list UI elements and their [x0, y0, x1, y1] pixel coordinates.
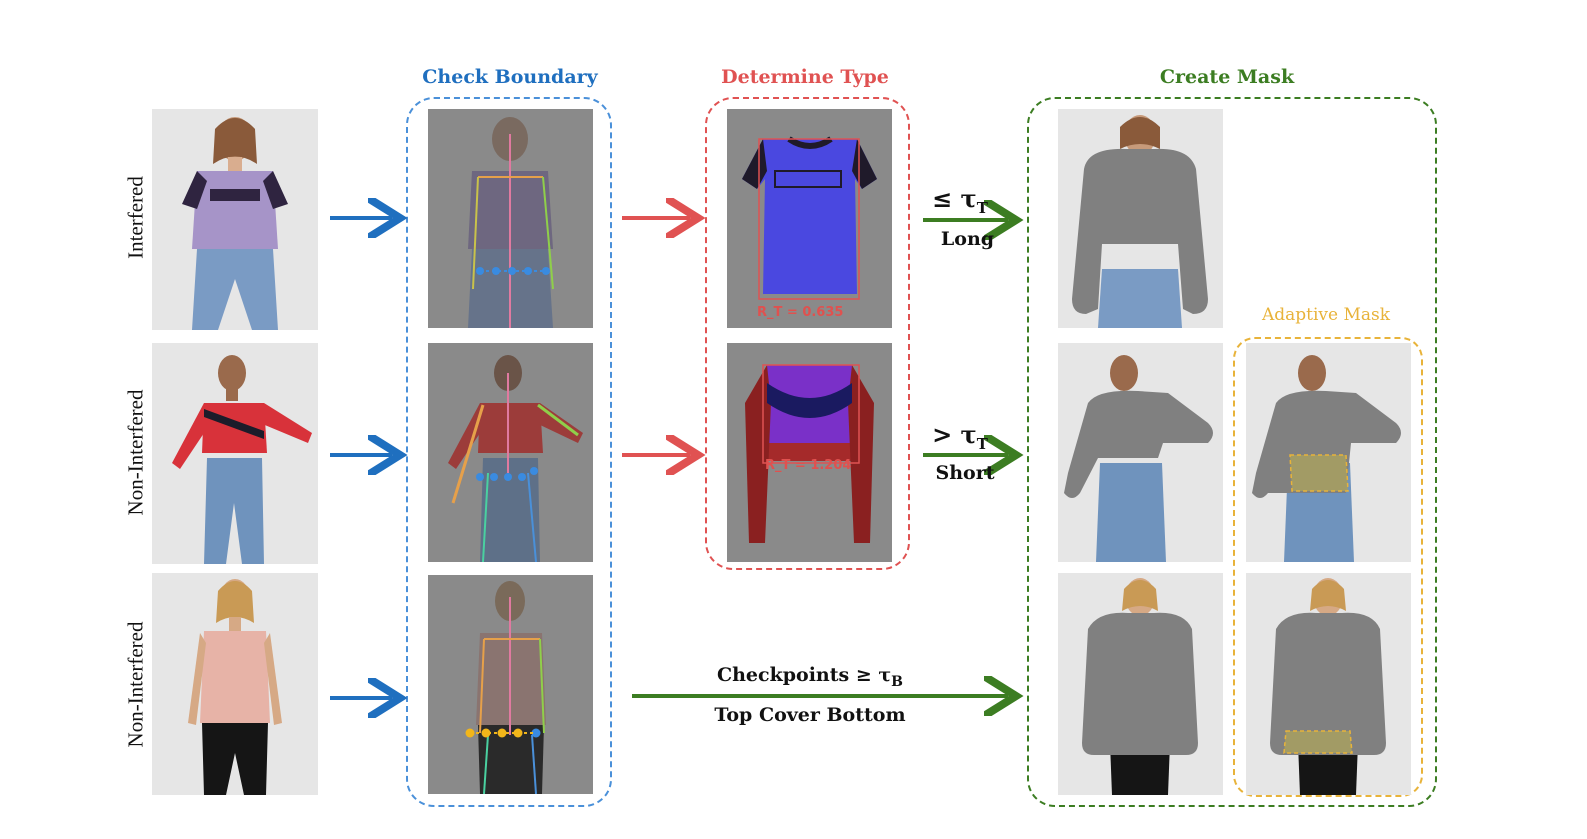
adaptive-mask-result-1 [1246, 343, 1411, 562]
person-photo-icon [182, 117, 288, 330]
create-mask-title: Create Mask [1159, 66, 1295, 88]
arrow-short-label: Short [935, 462, 995, 484]
adaptive-mask-result-2 [1246, 573, 1411, 795]
garment-crop-2 [727, 343, 892, 562]
mask-result-3 [1058, 573, 1223, 795]
adaptive-mask-box [1233, 337, 1423, 797]
masked-person-icon [1270, 578, 1386, 795]
input-photo-3 [152, 573, 318, 795]
masked-person-icon [1082, 578, 1198, 795]
arrow-long-label: Long [940, 228, 995, 250]
masked-person-icon [1252, 355, 1401, 562]
ratio-label-2: R_T = 1.204 [765, 458, 852, 473]
arrow-short-condition: > τT [932, 420, 988, 453]
person-photo-icon [172, 355, 312, 564]
person-photo-icon [188, 579, 282, 795]
arrow-long-condition: ≤ τT [932, 184, 988, 217]
pose-overlay-icon [448, 355, 583, 562]
input-photo-1 [152, 109, 318, 330]
boundary-check-3 [428, 575, 593, 794]
garment-crop-1 [727, 109, 892, 328]
garment-crop-icon [745, 364, 874, 543]
masked-person-icon [1064, 355, 1213, 562]
mask-result-1 [1058, 109, 1223, 328]
input-photo-2 [152, 343, 318, 564]
pose-overlay-icon [465, 581, 546, 794]
arrow-cover-label: Top Cover Bottom [714, 704, 906, 726]
adaptive-mask-title: Adaptive Mask [1261, 305, 1391, 325]
boundary-check-2 [428, 343, 593, 562]
determine-type-box [705, 97, 910, 570]
check-boundary-title: Check Boundary [422, 66, 598, 88]
pose-overlay-icon [468, 117, 554, 328]
determine-type-title: Determine Type [721, 66, 889, 88]
garment-crop-icon [742, 136, 877, 300]
arrow-cover-condition: Checkpoints ≥ τB [717, 664, 903, 690]
create-mask-box [1027, 97, 1437, 807]
ratio-label-1: R_T = 0.635 [757, 305, 844, 320]
masked-person-icon [1072, 115, 1208, 328]
boundary-check-1 [428, 109, 593, 328]
mask-result-2 [1058, 343, 1223, 562]
